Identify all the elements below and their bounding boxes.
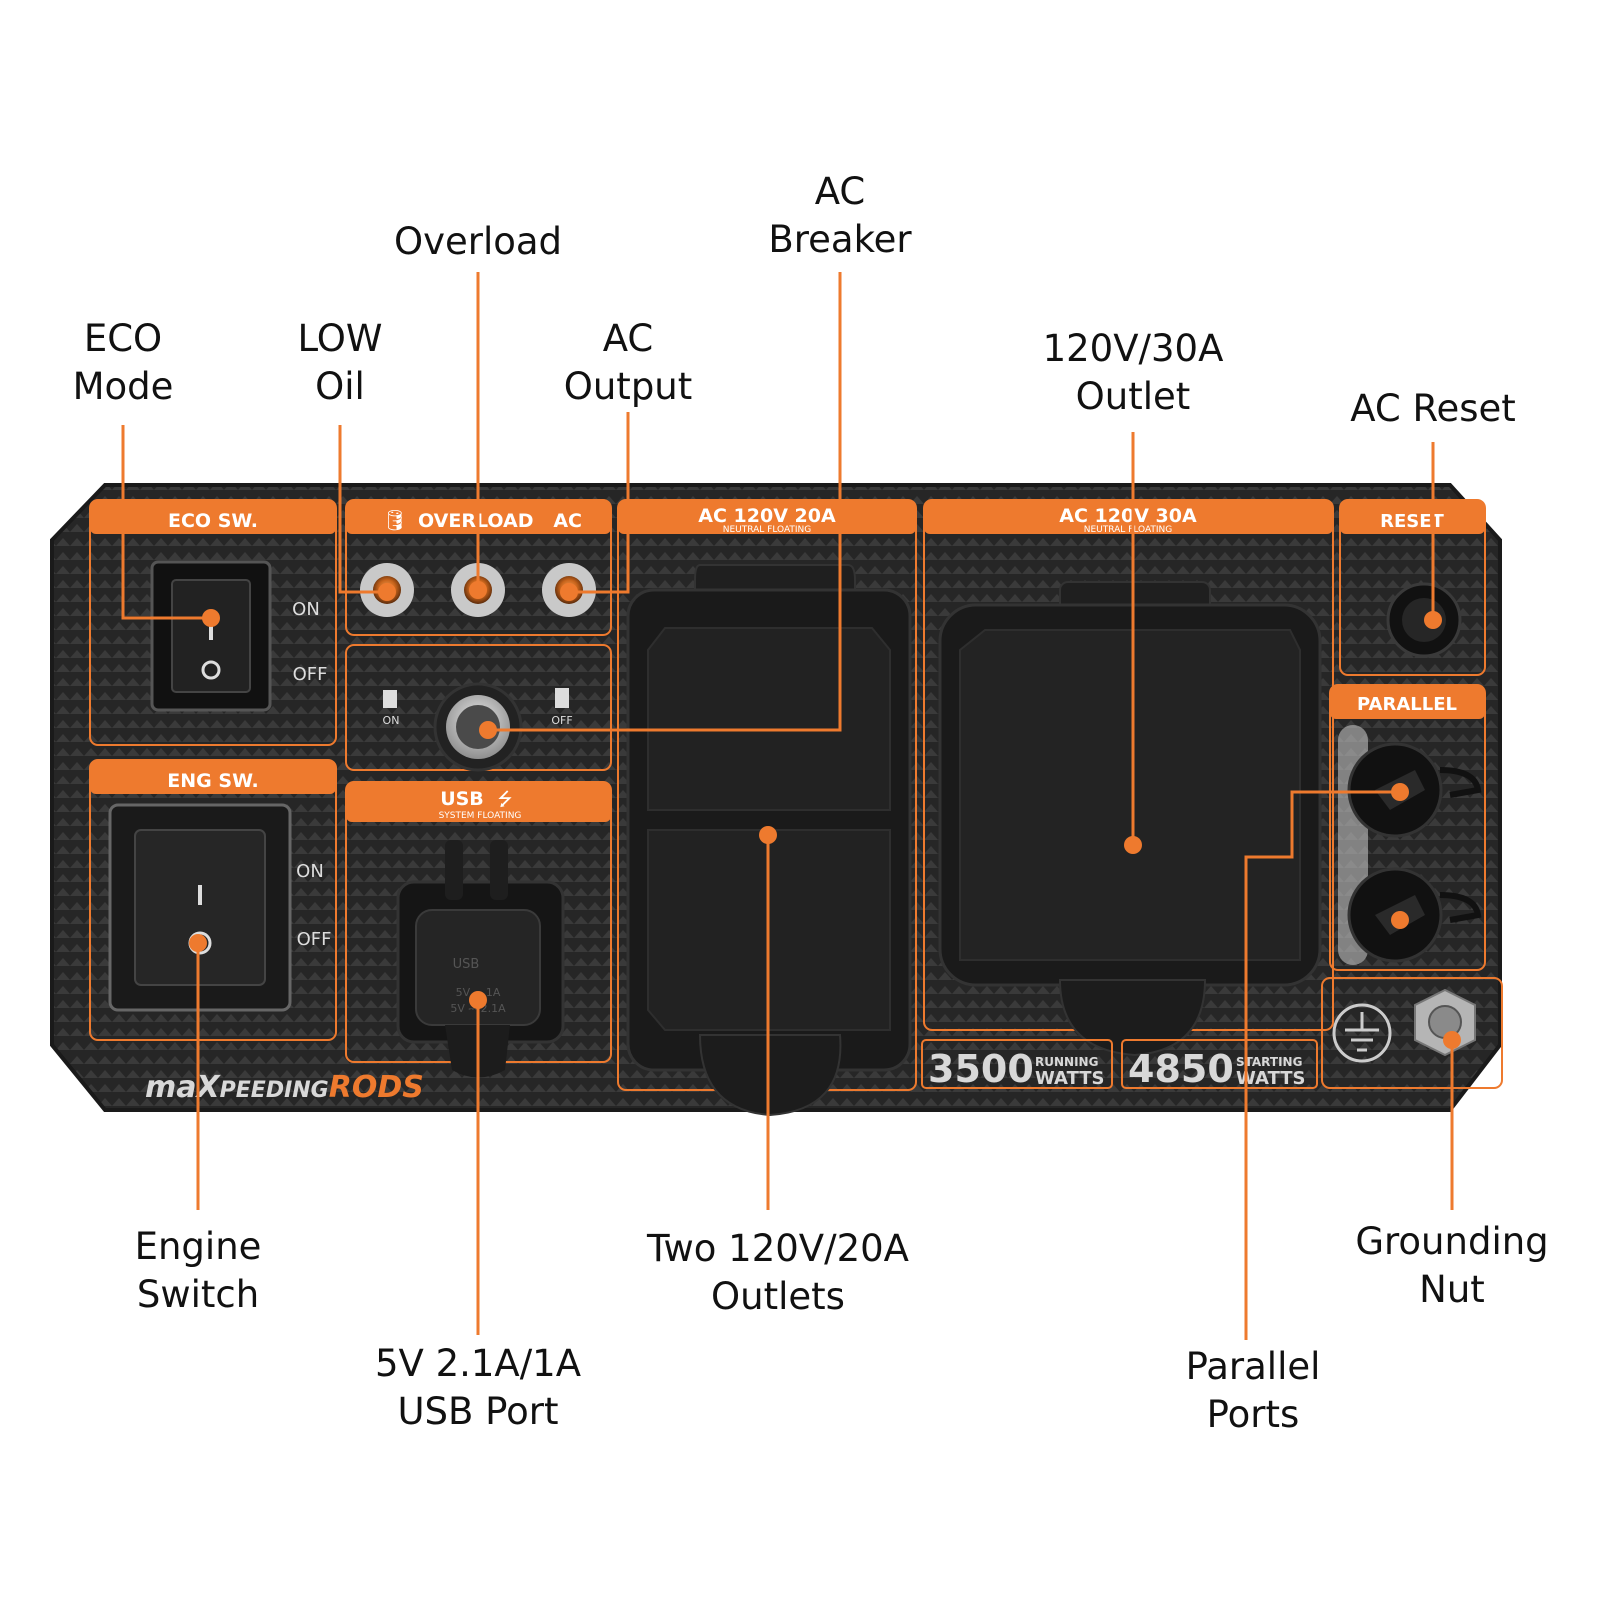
ac-breaker-button[interactable]	[433, 682, 523, 772]
starting-watts-word: WATTS	[1236, 1068, 1306, 1089]
starting-word: STARTING	[1236, 1055, 1302, 1069]
brand-logo: maXPEEDINGRODS	[145, 1070, 424, 1105]
usb-header: USB	[440, 788, 484, 810]
brand-part-1: maX	[145, 1070, 222, 1105]
running-watts-word: WATTS	[1035, 1068, 1105, 1089]
callout-overload-line-1: Overload	[393, 220, 563, 263]
overload-ac-header: OVERLOAD AC	[418, 510, 582, 532]
callout-20a-outlets-line-1: Two 120V/20A	[647, 1227, 909, 1270]
leader-parallel	[1244, 790, 1400, 1340]
reset-header: RESET	[1380, 511, 1444, 532]
callout-low-oil-line-2: Oil	[315, 365, 365, 408]
callout-ac-breaker-line-1: AC	[814, 170, 866, 213]
callout-20a-outlets: Two 120V/20A Outlets	[633, 1225, 923, 1321]
callout-30a-outlet-line-1: 120V/30A	[1042, 327, 1224, 370]
callout-engine-switch: Engine Switch	[108, 1223, 288, 1319]
callout-low-oil-line-1: LOW	[297, 317, 383, 360]
running-watts-value: 3500	[928, 1047, 1034, 1091]
leader-low-oil	[338, 425, 387, 594]
ac-20a-header: AC 120V 20A	[698, 505, 836, 527]
callout-low-oil: LOW Oil	[280, 315, 400, 411]
leader-ac-output	[569, 412, 630, 594]
callout-grounding-nut-line-2: Nut	[1419, 1268, 1485, 1311]
breaker-on-label: ON	[383, 714, 400, 727]
brand-part-3: RODS	[329, 1070, 424, 1105]
eng-off-label: OFF	[297, 929, 332, 950]
callout-ac-output-line-1: AC	[602, 317, 654, 360]
engine-switch-rocker[interactable]	[134, 829, 266, 986]
callout-engine-switch-line-2: Switch	[136, 1273, 260, 1316]
callout-usb-port-line-2: USB Port	[397, 1390, 559, 1433]
leader-breaker	[488, 272, 842, 732]
starting-watts-value: 4850	[1128, 1047, 1234, 1091]
eco-on-label: ON	[292, 599, 320, 620]
usb-subheader: SYSTEM FLOATING	[439, 811, 522, 821]
callout-eco-mode-line-1: ECO	[83, 317, 163, 360]
callout-grounding-nut: Grounding Nut	[1342, 1218, 1562, 1314]
callout-30a-outlet-line-2: Outlet	[1075, 375, 1191, 418]
callout-engine-switch-line-1: Engine	[134, 1225, 262, 1268]
callout-30a-outlet: 120V/30A Outlet	[1023, 325, 1243, 421]
eng-sw-header: ENG SW.	[167, 770, 258, 792]
usb-cap-label: USB	[453, 957, 480, 972]
callout-ac-reset: AC Reset	[1333, 385, 1533, 433]
callout-eco-mode-line-2: Mode	[72, 365, 174, 408]
breaker-off-label: OFF	[551, 714, 572, 727]
ground-symbol-icon	[1332, 1003, 1392, 1063]
callout-parallel-ports-line-1: Parallel	[1185, 1345, 1321, 1388]
breaker-on-icon	[383, 690, 397, 708]
callout-ac-breaker: AC Breaker	[745, 168, 935, 264]
callout-eco-mode: ECO Mode	[43, 315, 203, 411]
brand-part-2: PEEDING	[220, 1078, 329, 1103]
callout-usb-port: 5V 2.1A/1A USB Port	[358, 1340, 598, 1436]
eng-on-label: ON	[296, 861, 324, 882]
ac-30a-header: AC 120V 30A	[1059, 505, 1197, 527]
callout-grounding-nut-line-1: Grounding	[1355, 1220, 1549, 1263]
callout-parallel-ports: Parallel Ports	[1158, 1343, 1348, 1439]
callout-ac-reset-line-1: AC Reset	[1350, 387, 1516, 430]
callout-overload: Overload	[368, 218, 588, 266]
running-word: RUNNING	[1035, 1055, 1098, 1069]
usb-icon: ⭍	[498, 789, 513, 810]
eco-sw-header: ECO SW.	[168, 510, 258, 532]
callout-ac-output: AC Output	[548, 315, 708, 411]
callout-ac-output-line-2: Output	[563, 365, 693, 408]
breaker-off-icon	[555, 688, 569, 708]
leader-eco	[121, 425, 211, 620]
callout-20a-outlets-line-2: Outlets	[711, 1275, 845, 1318]
callout-parallel-ports-line-2: Ports	[1206, 1393, 1300, 1436]
oil-can-icon: 🛢	[382, 508, 407, 532]
callout-usb-port-line-1: 5V 2.1A/1A	[374, 1342, 582, 1385]
eco-off-label: OFF	[293, 664, 328, 685]
ac-30a-subheader: NEUTRAL FLOATING	[1084, 525, 1173, 535]
parallel-header: PARALLEL	[1357, 694, 1457, 715]
callout-ac-breaker-line-2: Breaker	[768, 218, 912, 261]
ac-20a-subheader: NEUTRAL FLOATING	[723, 525, 812, 535]
